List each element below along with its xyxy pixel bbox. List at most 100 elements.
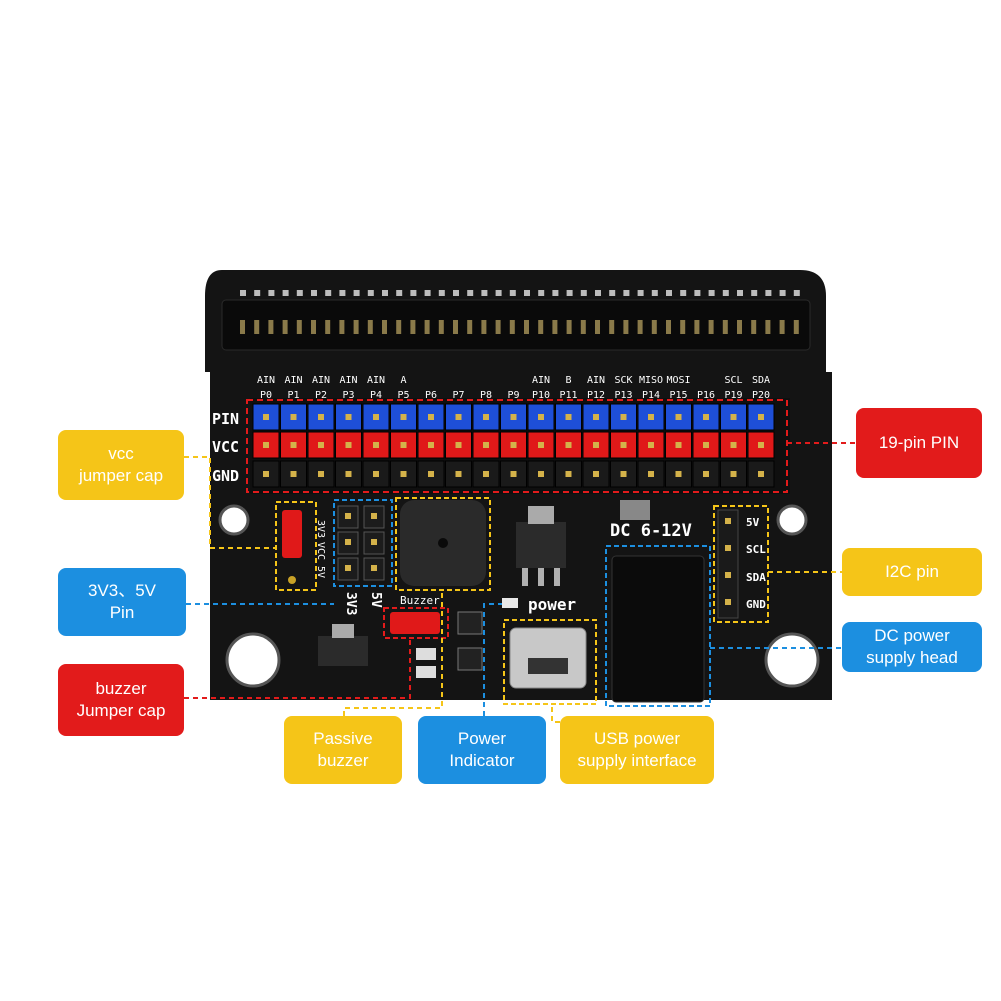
connector-contact [453,290,459,296]
regulator-leg [522,568,528,586]
header-pin-tip [675,414,682,420]
leader-power-led [483,603,502,716]
connector-contact [382,290,388,296]
connector-contact [438,290,445,296]
connector-contact [623,290,630,296]
pin-number-label: P8 [480,390,492,401]
connector-contact [595,290,601,296]
header-pin-tip [510,442,517,448]
connector-contact [396,290,403,296]
header-pin-tip [455,471,462,477]
connector-contact [580,290,587,296]
pin-number-label: P12 [587,390,605,401]
header-pin-tip [565,442,572,448]
mount-hole-br [764,632,820,688]
header-pin-tip [400,414,407,420]
connector-pin [538,320,544,334]
header-pin-tip [538,414,544,420]
connector-pin [396,320,402,334]
header-pin [555,460,582,488]
power-pin-tip [371,513,377,519]
connector-pin [694,320,700,334]
header-pin-tip [758,471,764,477]
power-label: power [528,595,576,614]
header-pin-tip [510,414,517,420]
connector-contact [467,290,474,296]
callout-19-pin: 19-pin PIN [856,408,982,478]
connector-pin [708,320,714,334]
header-pin-tip [510,471,517,477]
function-label: AIN [312,375,330,386]
regulator-leg [554,568,560,586]
callout-passive-buzzer: Passive buzzer [284,716,402,784]
connector-pin [595,320,600,334]
function-label: AIN [339,375,357,386]
connector-contact [268,290,275,296]
connector-pin [793,320,799,334]
callout-usb-power: USB power supply interface [560,716,714,784]
connector-contact [325,290,332,296]
pin-label-3v3: 3V3 [343,592,358,615]
connector-contact [609,290,616,296]
function-label: B [565,375,571,386]
i2c-pin-tip [725,545,731,551]
i2c-outline [713,505,769,623]
mount-hole-tl [218,504,250,536]
header-pin-tip [318,471,324,477]
callout-usb-power-text: USB power supply interface [577,729,697,770]
connector-contact [509,290,516,296]
function-label: AIN [284,375,302,386]
connector-pin [779,320,785,334]
smd-resistor [416,666,436,678]
connector-contact [240,290,246,296]
header-pin-tip [428,471,434,477]
header-pin-tip [703,414,709,420]
connector-contact [566,290,573,296]
dc-label: DC 6-12V [610,521,692,541]
jumper-label-3v3: 3V3 [315,520,326,538]
header-pin-tip [373,442,379,448]
power-pins-outline [333,499,393,587]
connector-pin [410,320,416,334]
i2c-pin-tip [725,518,731,524]
power-pin-tip [371,539,377,545]
callout-power-indicator-text: Power Indicator [449,729,515,770]
header-pin [472,460,500,488]
header-pin [720,431,747,459]
pin-number-label: P2 [315,390,327,401]
header-pin-tip [290,471,297,477]
row-label-gnd: GND [212,467,239,485]
dc-jack-outline [605,545,711,707]
buzzer-outline [395,497,491,591]
jumper-label-vcc: VCC [315,542,326,560]
pin-number-label: P20 [752,390,770,401]
connector-pin [737,320,742,334]
regulator-bottom-tab [332,624,354,638]
function-label: A [400,375,406,386]
header-pin-tip [455,442,462,448]
header-pin-tip [263,471,269,477]
callout-i2c-pin: I2C pin [842,548,982,596]
header-pin-tip [538,471,544,477]
header-pin-tip [290,414,297,420]
connector-contact [680,290,687,296]
connector-contact [765,290,772,296]
connector-contact [311,290,317,296]
i2c-label-scl: SCL [746,543,766,556]
connector-pin [651,320,657,334]
connector-pin [680,320,686,334]
header-pin-tip [373,471,379,477]
pin-number-label: P9 [507,390,519,401]
connector-pin [765,320,771,334]
connector-pin [524,320,529,334]
leader-passive-buzzer [343,590,443,716]
callout-vcc-jumper-cap: vcc jumper cap [58,430,184,500]
i2c-label-sda: SDA [746,571,766,584]
pin-number-label: P19 [724,390,742,401]
header-pin-tip [483,414,489,420]
connector-contact [367,290,374,296]
connector-contact [481,290,488,296]
connector-pin [296,320,302,334]
buzzer-label: Buzzer [400,594,440,607]
